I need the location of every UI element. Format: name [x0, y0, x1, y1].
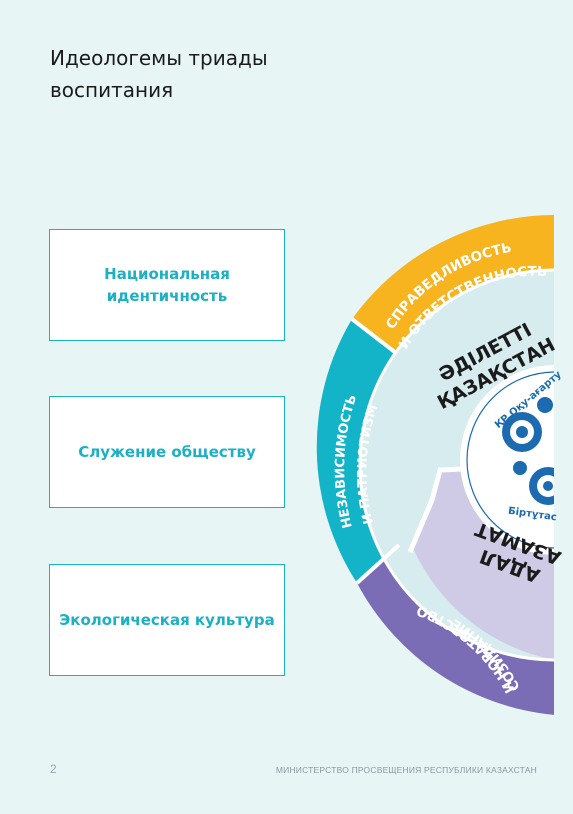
- idea-box-label: Служение обществу: [78, 443, 256, 461]
- idea-box-national-identity: Национальная идентичность: [49, 229, 285, 341]
- footer-text: МИНИСТЕРСТВО ПРОСВЕЩЕНИЯ РЕСПУБЛИКИ КАЗА…: [275, 765, 537, 775]
- segment-justice: [352, 215, 554, 353]
- ornament-icon: [502, 397, 554, 505]
- idea-box-label: Национальная идентичность: [104, 265, 230, 305]
- idea-box-ecological-culture: Экологическая культура: [49, 564, 285, 676]
- ministry-logo: [460, 365, 554, 555]
- page-number: 2: [50, 762, 57, 776]
- page-title: Идеологемы триады воспитания: [50, 46, 268, 102]
- idea-box-label: Экологическая культура: [59, 611, 275, 629]
- idea-box-service-to-society: Служение обществу: [49, 396, 285, 508]
